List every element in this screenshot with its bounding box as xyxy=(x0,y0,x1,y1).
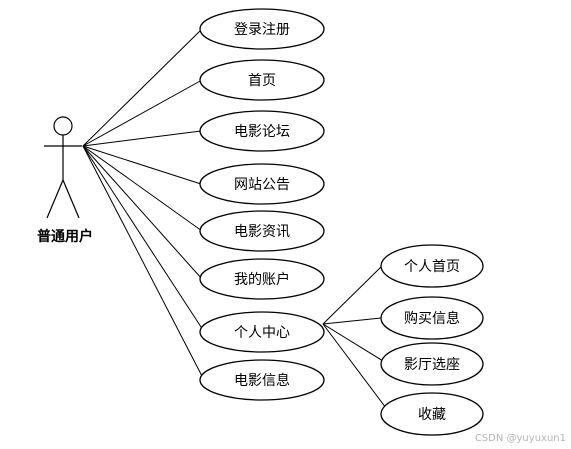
association-line xyxy=(82,145,204,331)
association-line xyxy=(82,145,203,232)
use-case-login: 登录注册 xyxy=(199,8,325,50)
use-case-news: 电影资讯 xyxy=(199,210,325,252)
sub-use-case-favorite: 收藏 xyxy=(380,392,484,436)
use-case-ellipse xyxy=(199,110,325,152)
include-line xyxy=(322,265,383,325)
actor-head xyxy=(53,116,73,136)
use-case-ellipse xyxy=(199,311,325,353)
use-case-ellipse xyxy=(380,392,484,436)
use-case-label: 网站公告 xyxy=(234,177,290,193)
association-lines xyxy=(82,28,387,409)
association-line xyxy=(82,145,202,185)
watermark: CSDN @yuyuxun1 xyxy=(475,433,566,444)
association-line xyxy=(82,28,203,147)
actor-label: 普通用户 xyxy=(37,228,93,245)
actor-figure xyxy=(44,116,82,219)
use-case-ellipse xyxy=(199,163,325,205)
use-case-notice: 网站公告 xyxy=(199,163,325,205)
use-case-label: 首页 xyxy=(248,73,276,89)
use-case-ellipse xyxy=(199,8,325,50)
actor-left-leg xyxy=(46,179,64,219)
use-case-label: 电影资讯 xyxy=(234,224,290,240)
use-case-home: 首页 xyxy=(199,59,325,101)
use-case-ellipse xyxy=(380,342,484,386)
use-case-ellipse xyxy=(199,59,325,101)
actor-right-leg xyxy=(62,179,80,219)
association-line xyxy=(82,145,203,280)
association-line xyxy=(82,79,203,147)
use-case-forum: 电影论坛 xyxy=(199,110,325,152)
association-line xyxy=(82,130,202,147)
use-case-account: 我的账户 xyxy=(199,258,325,300)
use-case-label: 个人首页 xyxy=(404,259,460,275)
use-case-label: 电影信息 xyxy=(234,372,290,389)
use-case-label: 个人中心 xyxy=(234,325,290,341)
include-line xyxy=(322,317,382,325)
use-case-label: 登录注册 xyxy=(234,22,290,38)
use-case-label: 购买信息 xyxy=(404,310,460,327)
use-case-label: 影厅选座 xyxy=(404,357,460,373)
use-case-ellipse xyxy=(380,244,484,288)
use-case-label: 电影论坛 xyxy=(234,124,290,140)
use-case-ellipse xyxy=(380,296,484,340)
use-case-ellipse xyxy=(199,210,325,252)
use-case-label: 收藏 xyxy=(418,407,446,423)
sub-use-case-purchase: 购买信息 xyxy=(380,296,484,340)
include-line xyxy=(322,323,387,409)
use-case-center: 个人中心 xyxy=(199,311,325,353)
association-line xyxy=(82,145,204,379)
include-line xyxy=(322,323,384,362)
sub-use-case-center-home: 个人首页 xyxy=(380,244,484,288)
use-case-ellipse xyxy=(199,258,325,300)
use-case-ellipse xyxy=(199,359,325,401)
use-case-label: 我的账户 xyxy=(234,271,290,288)
sub-use-case-seat: 影厅选座 xyxy=(380,342,484,386)
use-case-info: 电影信息 xyxy=(199,359,325,401)
